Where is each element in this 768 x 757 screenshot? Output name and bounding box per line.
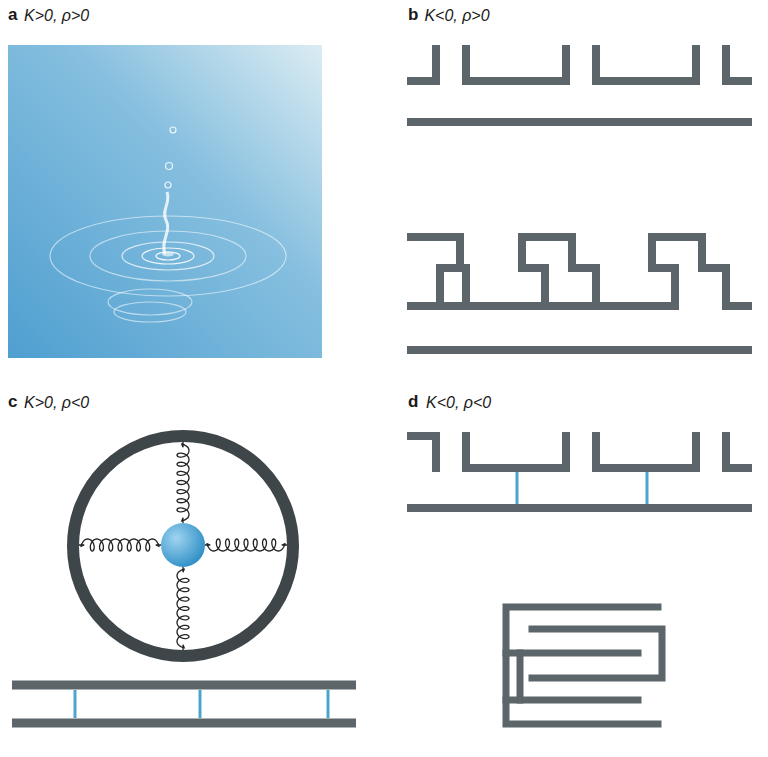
panel-condition: K<0, ρ>0	[424, 7, 489, 25]
panel-condition: K>0, ρ<0	[24, 394, 89, 412]
spring-coil	[177, 567, 189, 650]
split-ring-array	[411, 49, 748, 122]
panel-condition: K>0, ρ>0	[24, 7, 89, 25]
loaded-split-ring-array	[411, 436, 748, 508]
interdigitated-capacitor	[506, 607, 662, 724]
panel-letter: a	[8, 6, 17, 25]
panel-condition: K<0, ρ<0	[426, 394, 491, 412]
panel-letter: b	[408, 6, 418, 25]
spring-coil	[177, 442, 189, 523]
wire-connectors	[517, 472, 647, 504]
double-wire	[12, 685, 356, 723]
panel-letter: d	[408, 393, 418, 412]
spring-coil	[205, 539, 287, 551]
spring-coil	[79, 539, 161, 551]
mass-in-ring	[73, 436, 293, 656]
meander-array	[411, 237, 748, 350]
water-drop-picture	[8, 45, 322, 358]
panel-letter: c	[8, 393, 17, 412]
